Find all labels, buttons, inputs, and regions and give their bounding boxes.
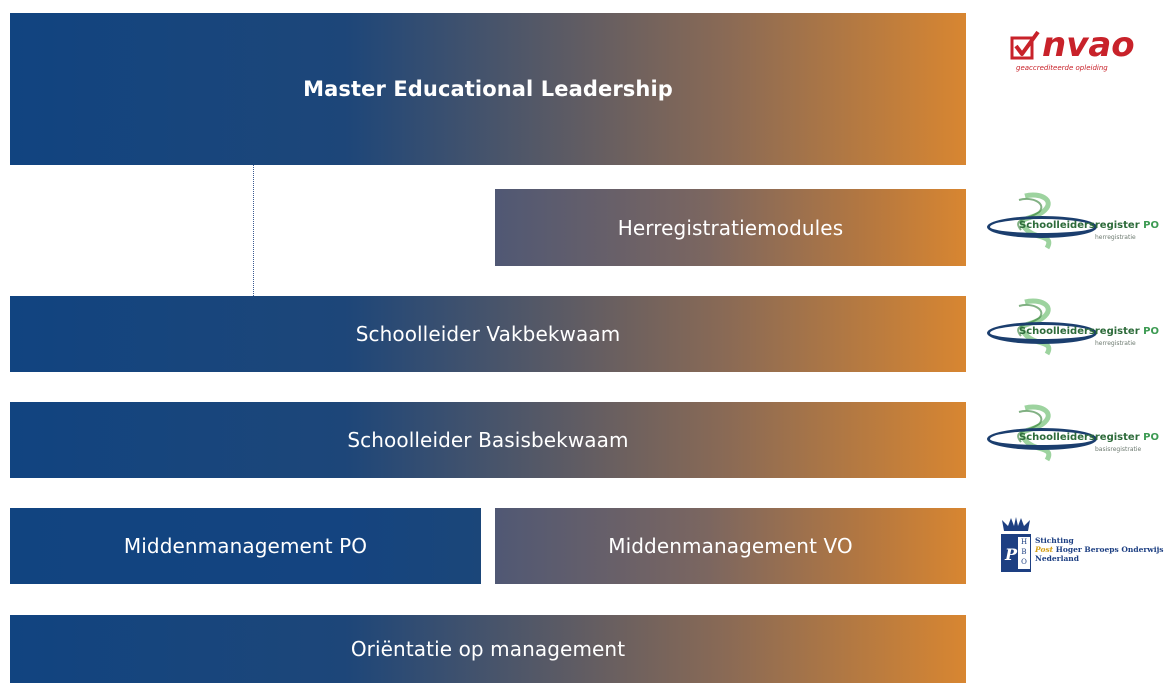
phbo-letter: B bbox=[1021, 548, 1027, 556]
register-suffix: PO bbox=[1143, 326, 1159, 337]
bar-schoolleider-basisbekwaam: Schoolleider Basisbekwaam bbox=[10, 402, 966, 478]
bar-schoolleider-vakbekwaam: Schoolleider Vakbekwaam bbox=[10, 296, 966, 372]
nvao-subtitle: geaccrediteerde opleiding bbox=[1016, 64, 1108, 72]
bar-herregistratiemodules: Herregistratiemodules bbox=[495, 189, 966, 266]
nvao-logo: nvao geaccrediteerde opleiding bbox=[1010, 28, 1150, 98]
register-oval bbox=[987, 428, 1097, 450]
register-oval bbox=[987, 216, 1097, 238]
bar-label: Master Educational Leadership bbox=[303, 77, 673, 101]
schoolleidersregister-logo: Schoolleidersregister PO herregistratie bbox=[985, 296, 1165, 374]
phbo-post: Post bbox=[1035, 545, 1054, 554]
bar-orientatie-op-management: Oriëntatie op management bbox=[10, 615, 966, 683]
register-name: Schoolleidersregister bbox=[1019, 326, 1140, 337]
bar-label: Herregistratiemodules bbox=[617, 215, 844, 240]
bar-label: Oriëntatie op management bbox=[350, 637, 626, 661]
phbo-initial: P bbox=[1005, 545, 1018, 564]
phbo-line1: Stichting bbox=[1035, 536, 1074, 545]
bar-middenmanagement-vo: Middenmanagement VO bbox=[495, 508, 966, 584]
phbo-letter: O bbox=[1021, 558, 1027, 566]
register-suffix: PO bbox=[1143, 432, 1159, 443]
register-name: Schoolleidersregister bbox=[1019, 220, 1140, 231]
phbo-line3: Nederland bbox=[1035, 554, 1080, 563]
bar-label: Schoolleider Basisbekwaam bbox=[347, 428, 629, 452]
schoolleidersregister-logo: Schoolleidersregister PO herregistratie bbox=[985, 190, 1165, 268]
bar-master-educational-leadership: Master Educational Leadership bbox=[10, 13, 966, 165]
register-subtitle: herregistratie bbox=[1095, 340, 1136, 347]
nvao-wordmark: nvao bbox=[1042, 28, 1135, 65]
bar-middenmanagement-po: Middenmanagement PO bbox=[10, 508, 481, 584]
register-name: Schoolleidersregister bbox=[1019, 432, 1140, 443]
register-subtitle: herregistratie bbox=[1095, 234, 1136, 241]
register-suffix: PO bbox=[1143, 220, 1159, 231]
bar-label: Schoolleider Vakbekwaam bbox=[355, 322, 621, 346]
phbo-letter: H bbox=[1020, 538, 1028, 546]
schoolleidersregister-logo: Schoolleidersregister PO basisregistrati… bbox=[985, 402, 1165, 480]
phbo-line2: Hoger Beroeps Onderwijs bbox=[1053, 545, 1164, 554]
bar-label: Middenmanagement PO bbox=[123, 534, 368, 558]
checkmark-icon bbox=[1010, 30, 1040, 60]
register-subtitle: basisregistratie bbox=[1095, 446, 1142, 453]
bar-label: Middenmanagement VO bbox=[608, 534, 853, 558]
crown-icon bbox=[1002, 517, 1030, 531]
connector-line bbox=[253, 165, 254, 296]
register-oval bbox=[987, 322, 1097, 344]
